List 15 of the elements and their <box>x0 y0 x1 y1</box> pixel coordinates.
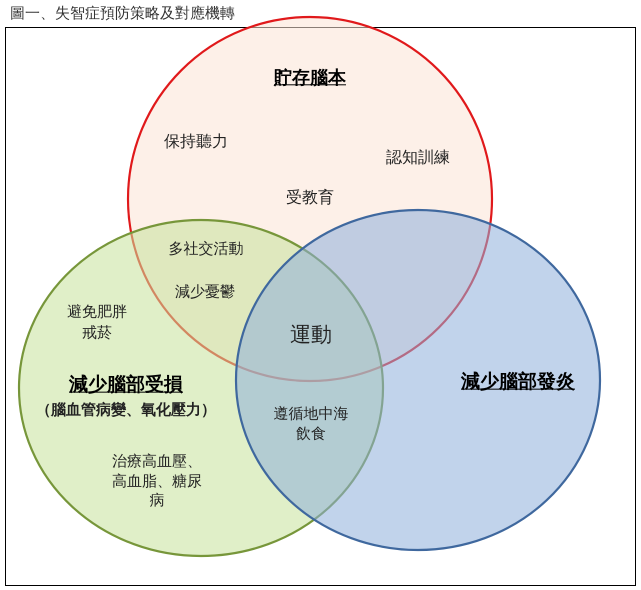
strategy-text: 認知訓練 <box>386 148 450 168</box>
figure-title: 圖一、失智症預防策略及對應機轉 <box>10 4 235 23</box>
strategy-text: 受教育 <box>286 188 334 208</box>
strategy-text: 保持聽力 <box>164 132 228 152</box>
overlap-text: 減少憂鬱 <box>175 282 235 302</box>
overlap-text: 多社交活動 <box>168 239 244 259</box>
circle-heading: 減少腦部發炎 <box>461 370 575 394</box>
circle-heading: 貯存腦本 <box>274 66 346 90</box>
overlap-heading: 運動 <box>290 321 332 348</box>
mechanism-note: （腦血管病變、氧化壓力） <box>36 400 216 420</box>
strategy-text: 避免肥胖 <box>67 302 127 322</box>
circle-heading: 減少腦部受損 <box>69 372 183 398</box>
strategy-text: 戒菸 <box>82 323 112 343</box>
strategy-text: 治療高血壓、高血脂、糖尿病 <box>111 452 203 510</box>
overlap-text: 遵循地中海飲食 <box>272 404 350 444</box>
